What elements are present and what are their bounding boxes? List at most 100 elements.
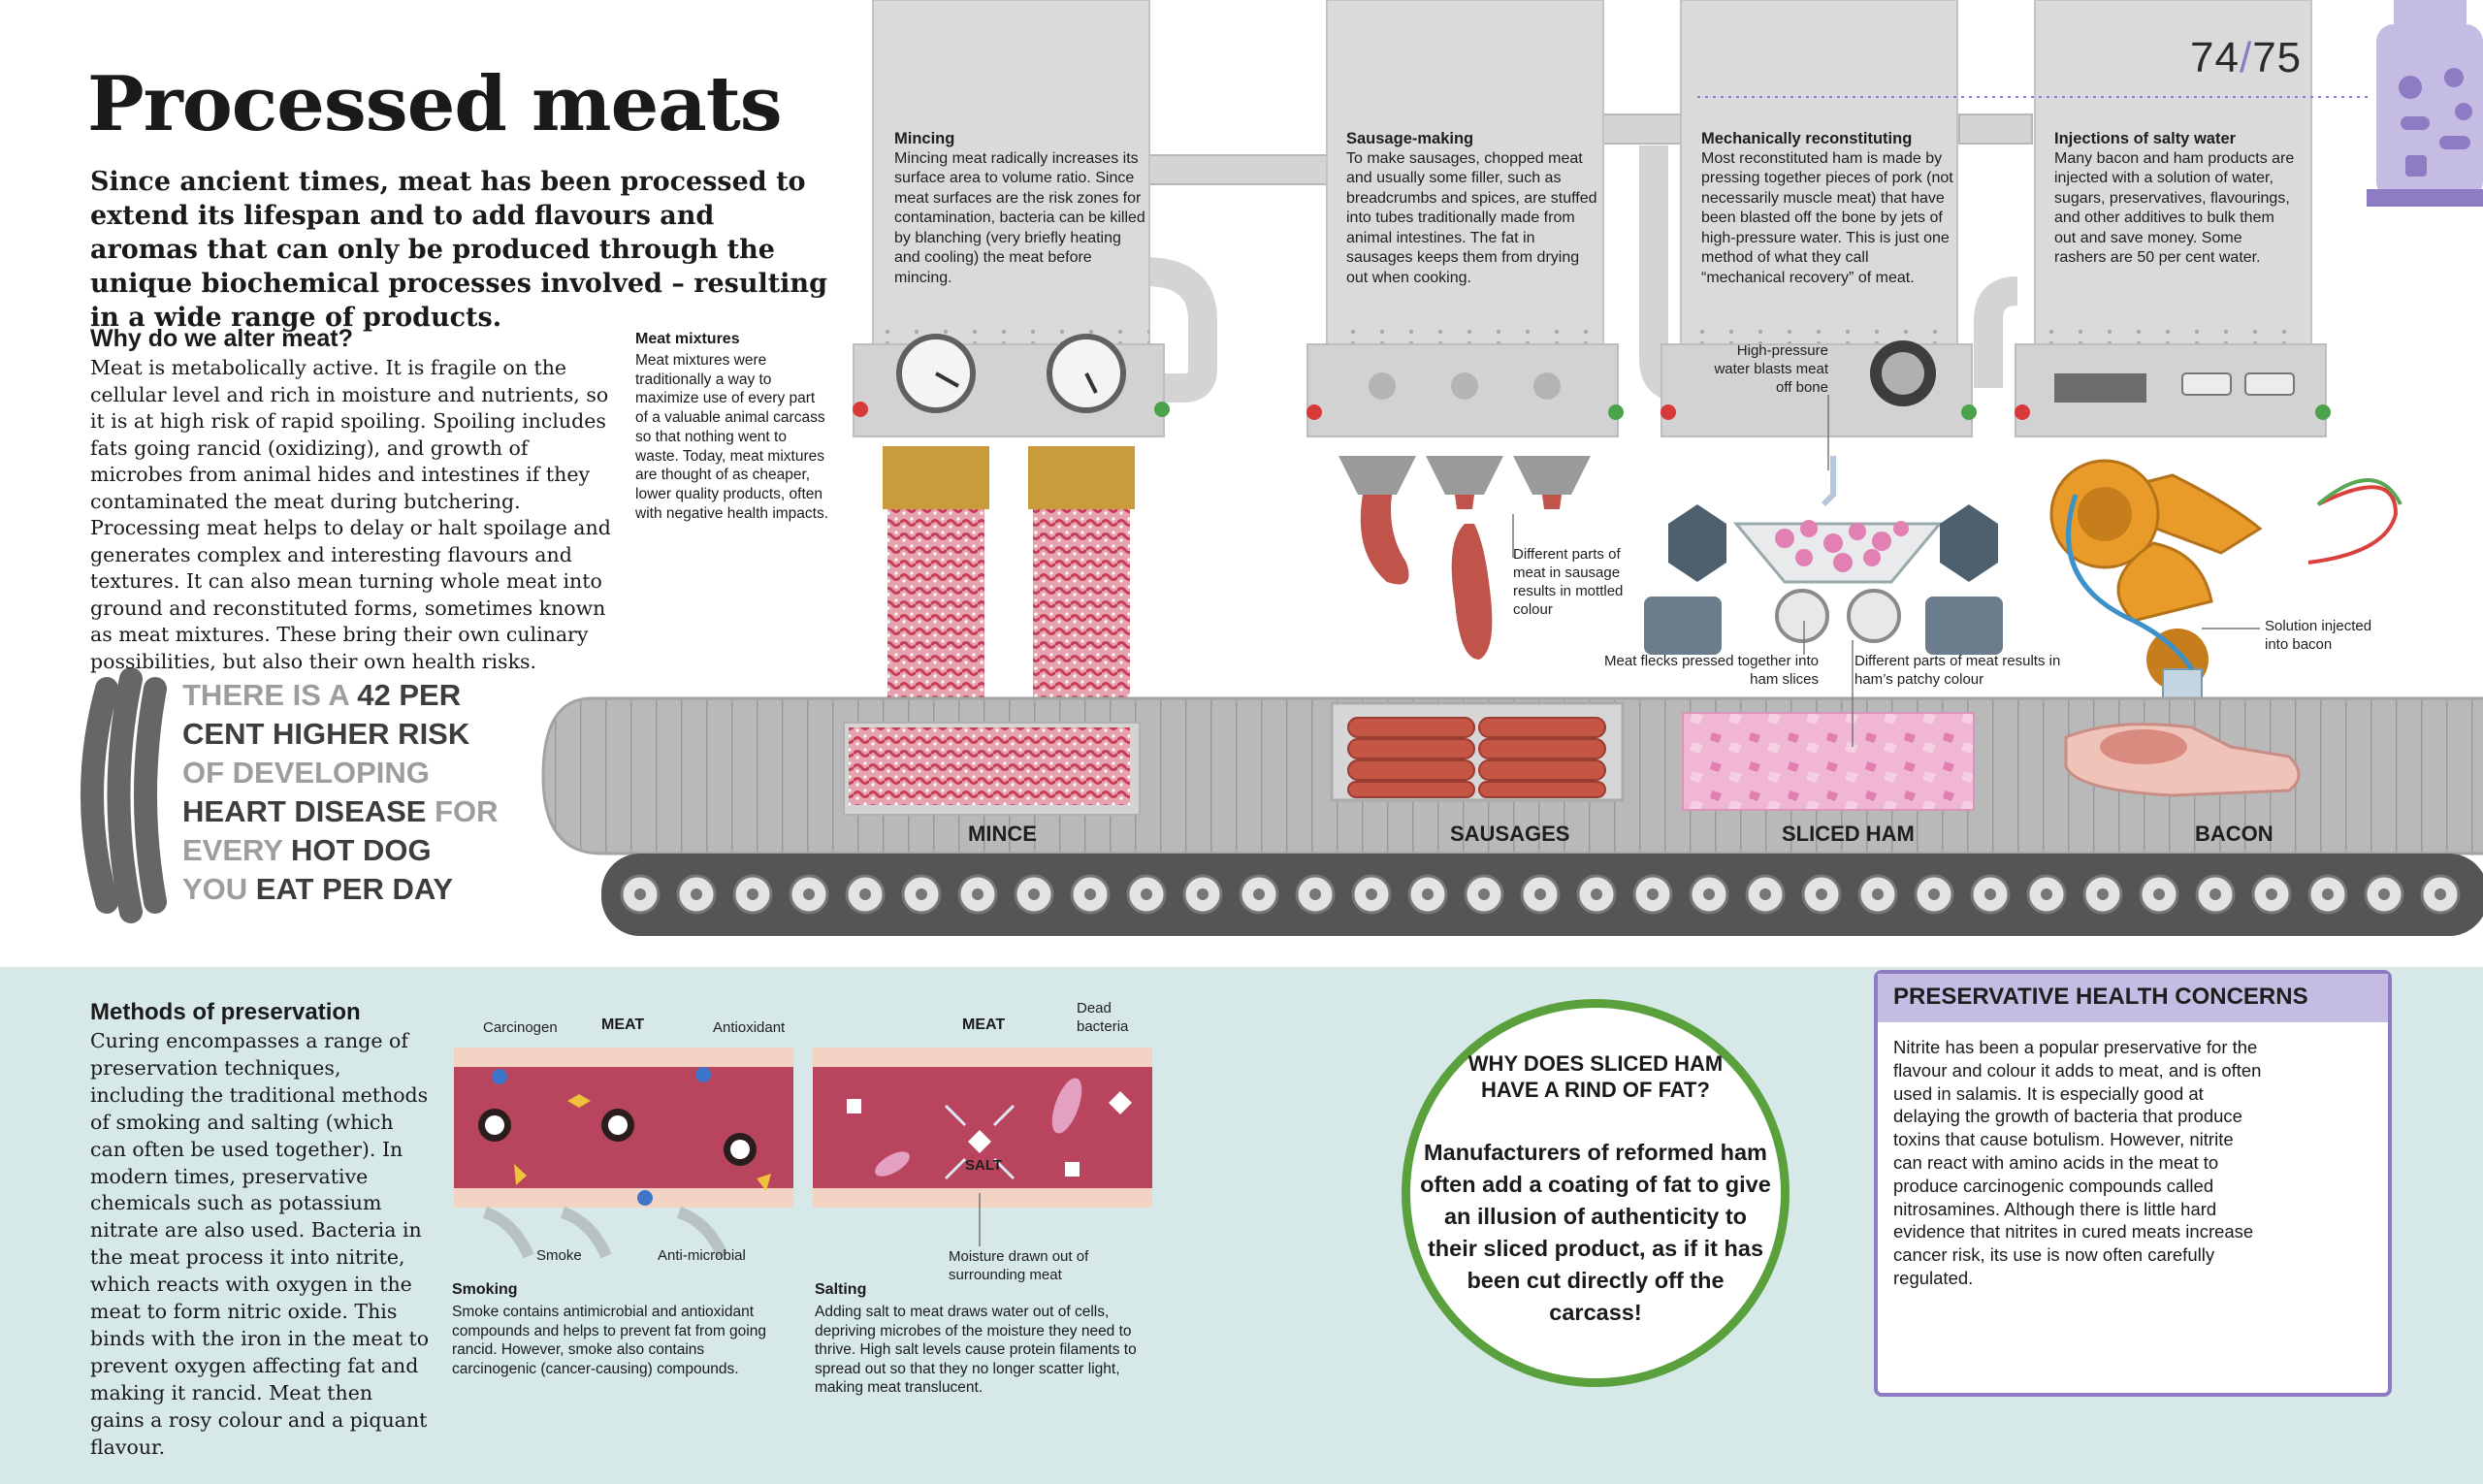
belt-wheel-hub <box>1872 888 1884 900</box>
belt-wheel-hub <box>2435 888 2446 900</box>
stat-callout: THERE IS A 42 PER CENT HIGHER RISK OF DE… <box>182 676 512 909</box>
belt-wheel-hub <box>1647 888 1659 900</box>
ham-rind-circle <box>1402 999 1790 1387</box>
belt-wheel-hub <box>1534 888 1546 900</box>
belt-wheel-hub <box>1591 888 1602 900</box>
belt-wheel-hub <box>2209 888 2221 900</box>
salting-meat-label: MEAT <box>962 1016 1006 1033</box>
mince-tray <box>843 722 1141 816</box>
page-right: 75 <box>2252 34 2303 81</box>
mixtures-heading: Meat mixtures <box>635 331 740 347</box>
reconstituting-text: Mechanically reconstituting Most reconst… <box>1701 129 1953 288</box>
belt-wheel-hub <box>1984 888 1996 900</box>
preservation-body: Curing encompasses a range of preservati… <box>90 1029 430 1459</box>
belt-wheel-hub <box>1703 888 1715 900</box>
sausage-text: Sausage-making To make sausages, chopped… <box>1346 129 1603 288</box>
callout-solution: Solution injected into bacon <box>2265 618 2372 653</box>
stat-line-5b: HOT DOG <box>291 833 432 867</box>
belt-wheel-hub <box>2097 888 2109 900</box>
belt-wheel-hub <box>803 888 815 900</box>
page-number: 74/75 <box>2190 34 2302 82</box>
belt-wheel-hub <box>2266 888 2277 900</box>
antioxidant-label: Antioxidant <box>713 1019 786 1036</box>
salting-body: Adding salt to meat draws water out of c… <box>815 1304 1137 1396</box>
why-body: Meat is metabolically active. It is frag… <box>90 356 611 673</box>
preservation-heading: Methods of preservation <box>90 999 361 1025</box>
salting-title: Salting <box>815 1281 867 1298</box>
label-sausages: SAUSAGES <box>1450 822 1570 846</box>
health-concerns-body: Nitrite has been a popular preservative … <box>1893 1037 2262 1288</box>
stat-line-2: CENT HIGHER RISK <box>182 717 470 751</box>
belt-wheel-hub <box>2322 888 2334 900</box>
belt-wheel-hub <box>1309 888 1321 900</box>
belt-wheel-hub <box>1028 888 1040 900</box>
ham-rind-answer: Manufacturers of reformed ham often add … <box>1420 1140 1771 1325</box>
mincing-machine <box>853 0 1170 732</box>
mincing-body: Mincing meat radically increases its sur… <box>894 149 1145 286</box>
smoking-body: Smoke contains antimicrobial and antioxi… <box>452 1304 766 1377</box>
belt-wheel-hub <box>634 888 646 900</box>
belt-wheel-hub <box>1084 888 1096 900</box>
dead-bacteria-label: Dead bacteria <box>1077 1000 1129 1035</box>
injection-title: Injections of salty water <box>2054 130 2237 147</box>
health-concerns-heading: PRESERVATIVE HEALTH CONCERNS <box>1878 974 2388 1022</box>
sausage-body: To make sausages, chopped meat and usual… <box>1346 149 1597 286</box>
sausage-machine <box>1306 0 1624 660</box>
belt-wheel-hub <box>1366 888 1377 900</box>
belt-wheel-hub <box>2041 888 2052 900</box>
intro-text: Since ancient times, meat has been proce… <box>90 167 827 333</box>
injection-body: Many bacon and ham products are injected… <box>2054 149 2295 267</box>
mincing-title: Mincing <box>894 130 955 147</box>
belt-wheel-hub <box>916 888 927 900</box>
belt-wheel-hub <box>1928 888 1940 900</box>
why-heading: Why do we alter meat? <box>90 325 353 352</box>
belt-wheels <box>620 874 2461 915</box>
belt-wheel-hub <box>1197 888 1209 900</box>
injection-text: Injections of salty water Many bacon and… <box>2054 129 2297 269</box>
reconstituting-title: Mechanically reconstituting <box>1701 130 1913 147</box>
injection-machine <box>2015 0 2402 748</box>
antimicrobial-label: Anti-microbial <box>658 1247 746 1264</box>
sausage-title: Sausage-making <box>1346 130 1474 147</box>
carcinogen-label: Carcinogen <box>483 1019 558 1036</box>
stat-line-3: OF DEVELOPING <box>182 756 430 790</box>
reconstituting-machine <box>1644 0 2003 655</box>
belt-wheel-hub <box>972 888 984 900</box>
callout-ham-parts: Different parts of meat results in ham’s… <box>1854 653 2061 688</box>
bacon-stack <box>2064 723 2301 797</box>
belt-wheel-hub <box>2153 888 2165 900</box>
belt-wheel-hub <box>691 888 702 900</box>
label-sliced-ham: SLICED HAM <box>1782 822 1915 846</box>
stat-line-4a: HEART DISEASE <box>182 794 427 828</box>
moisture-label: Moisture drawn out of surrounding meat <box>949 1248 1089 1283</box>
hotdog-icon <box>81 667 167 923</box>
stat-line-5a: EVERY <box>182 833 291 867</box>
belt-wheel-hub <box>1253 888 1265 900</box>
belt-wheel-hub <box>1141 888 1152 900</box>
stat-line-4b: FOR <box>426 794 499 828</box>
belt-wheel-hub <box>1759 888 1771 900</box>
label-mince: MINCE <box>968 822 1037 846</box>
ham-rind-question: WHY DOES SLICED HAM HAVE A RIND OF FAT? <box>1467 1051 1724 1102</box>
belt-wheel-hub <box>1422 888 1434 900</box>
page-title: Processed meats <box>87 60 783 148</box>
callout-high-pressure: High-pressure water blasts meat off bone <box>1714 342 1828 396</box>
belt-wheel-hub <box>747 888 758 900</box>
stat-line-1a: THERE IS A <box>182 678 358 712</box>
page-separator: / <box>2239 34 2253 81</box>
smoke-label: Smoke <box>536 1247 582 1264</box>
smoking-meat-label: MEAT <box>601 1016 645 1033</box>
belt-wheel-hub <box>1478 888 1490 900</box>
stat-line-6a: YOU <box>182 872 256 906</box>
health-concerns-box <box>1874 970 2392 1397</box>
ham-stack <box>1682 712 1975 811</box>
stat-line-6b: EAT PER DAY <box>255 872 454 906</box>
callout-sausage-parts: Different parts of meat in sausage resul… <box>1513 546 1624 618</box>
belt-wheel-hub <box>859 888 871 900</box>
salt-label: SALT <box>965 1157 1003 1174</box>
stat-line-1b: 42 PER <box>357 678 462 712</box>
belt-wheel-hub <box>1816 888 1827 900</box>
mincing-text: Mincing Mincing meat radically increases… <box>894 129 1151 288</box>
belt-wheel-hub <box>2378 888 2390 900</box>
